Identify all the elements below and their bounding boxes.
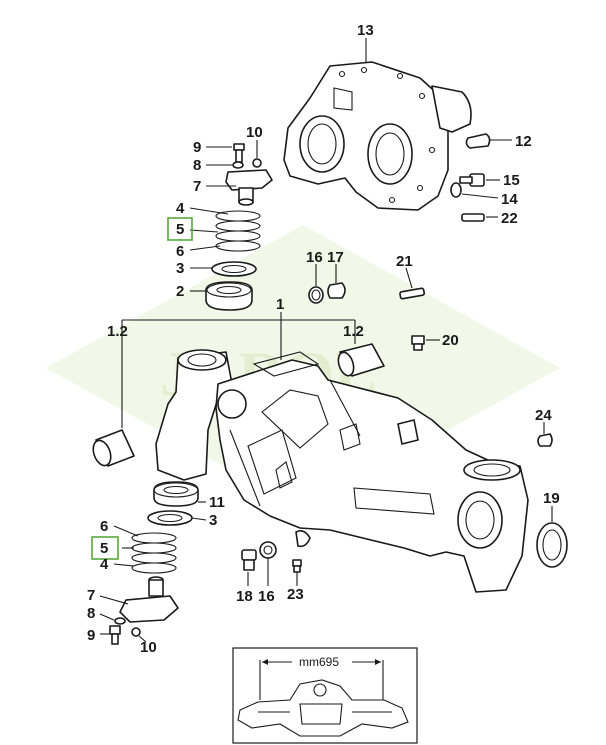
pin-12 (465, 133, 512, 149)
label-17: 17 (327, 249, 344, 266)
inset-view (232, 647, 418, 744)
highlight-5-top (167, 217, 193, 241)
bearing-11 (153, 481, 206, 507)
kingpin-7-bot (99, 576, 179, 623)
washer-3-bot (147, 510, 207, 526)
label-8-top: 8 (193, 157, 201, 174)
plug-20 (411, 335, 440, 351)
label-10-top: 10 (246, 124, 263, 141)
label-10-bot: 10 (140, 639, 157, 656)
label-6-top: 6 (176, 243, 184, 260)
ring-16-bot (259, 541, 277, 586)
label-2: 2 (176, 283, 184, 300)
label-4-bot: 4 (100, 556, 109, 573)
fitting-23 (292, 559, 302, 586)
label-7-top: 7 (193, 178, 201, 195)
ring-16-top (308, 264, 324, 304)
bearing-2 (190, 281, 253, 311)
label-13: 13 (357, 22, 374, 39)
label-14: 14 (501, 191, 518, 208)
label-16-top: 16 (306, 249, 323, 266)
label-23: 23 (287, 586, 304, 603)
stud-21 (399, 267, 425, 300)
plug-17 (327, 264, 346, 299)
seal-19 (536, 506, 568, 568)
label-16-bot: 16 (258, 588, 275, 605)
spring-stack-top (189, 207, 261, 252)
label-1-2-left: 1.2 (107, 323, 128, 340)
washer-14 (450, 182, 499, 199)
label-11: 11 (209, 494, 225, 511)
differential-housing (283, 38, 472, 211)
highlight-5-bot (91, 536, 119, 560)
bolt-15 (459, 173, 500, 187)
plug-24 (537, 422, 553, 447)
washer-3-top (190, 261, 257, 277)
stud-22 (461, 213, 498, 222)
label-3-top: 3 (176, 260, 184, 277)
label-4-top: 4 (176, 200, 185, 217)
label-18: 18 (236, 588, 253, 605)
plug-18 (241, 549, 257, 586)
label-7-bot: 7 (87, 587, 95, 604)
kingpin-7-top (206, 169, 273, 206)
spring-stack-bot (113, 525, 177, 574)
label-1-2-right: 1.2 (343, 323, 364, 340)
label-9-top: 9 (193, 139, 201, 156)
inset-dimension: mm695 (299, 655, 339, 669)
washer-8-top (206, 161, 244, 169)
label-1: 1 (276, 296, 284, 313)
label-15: 15 (503, 172, 520, 189)
label-6-bot: 6 (100, 518, 108, 535)
label-5-bot: 5 (100, 540, 108, 557)
washer-8-bot (99, 613, 126, 625)
bushing-1-2-right (337, 343, 385, 377)
label-8-bot: 8 (87, 605, 95, 622)
bolt-9-top (206, 143, 245, 163)
label-12: 12 (515, 133, 532, 150)
label-19: 19 (543, 490, 560, 507)
label-24: 24 (535, 407, 552, 424)
label-9-bot: 9 (87, 627, 95, 644)
label-22: 22 (501, 210, 518, 227)
label-20: 20 (442, 332, 459, 349)
label-21: 21 (396, 253, 413, 270)
nut-10-bot (131, 627, 147, 643)
bushing-1-2-left (92, 429, 135, 467)
leader-1 (121, 312, 356, 428)
nut-10-top (252, 140, 262, 168)
bolt-9-bot (100, 625, 121, 645)
axle-housing (155, 349, 529, 593)
label-5-top: 5 (176, 221, 184, 238)
label-3-bot: 3 (209, 512, 217, 529)
